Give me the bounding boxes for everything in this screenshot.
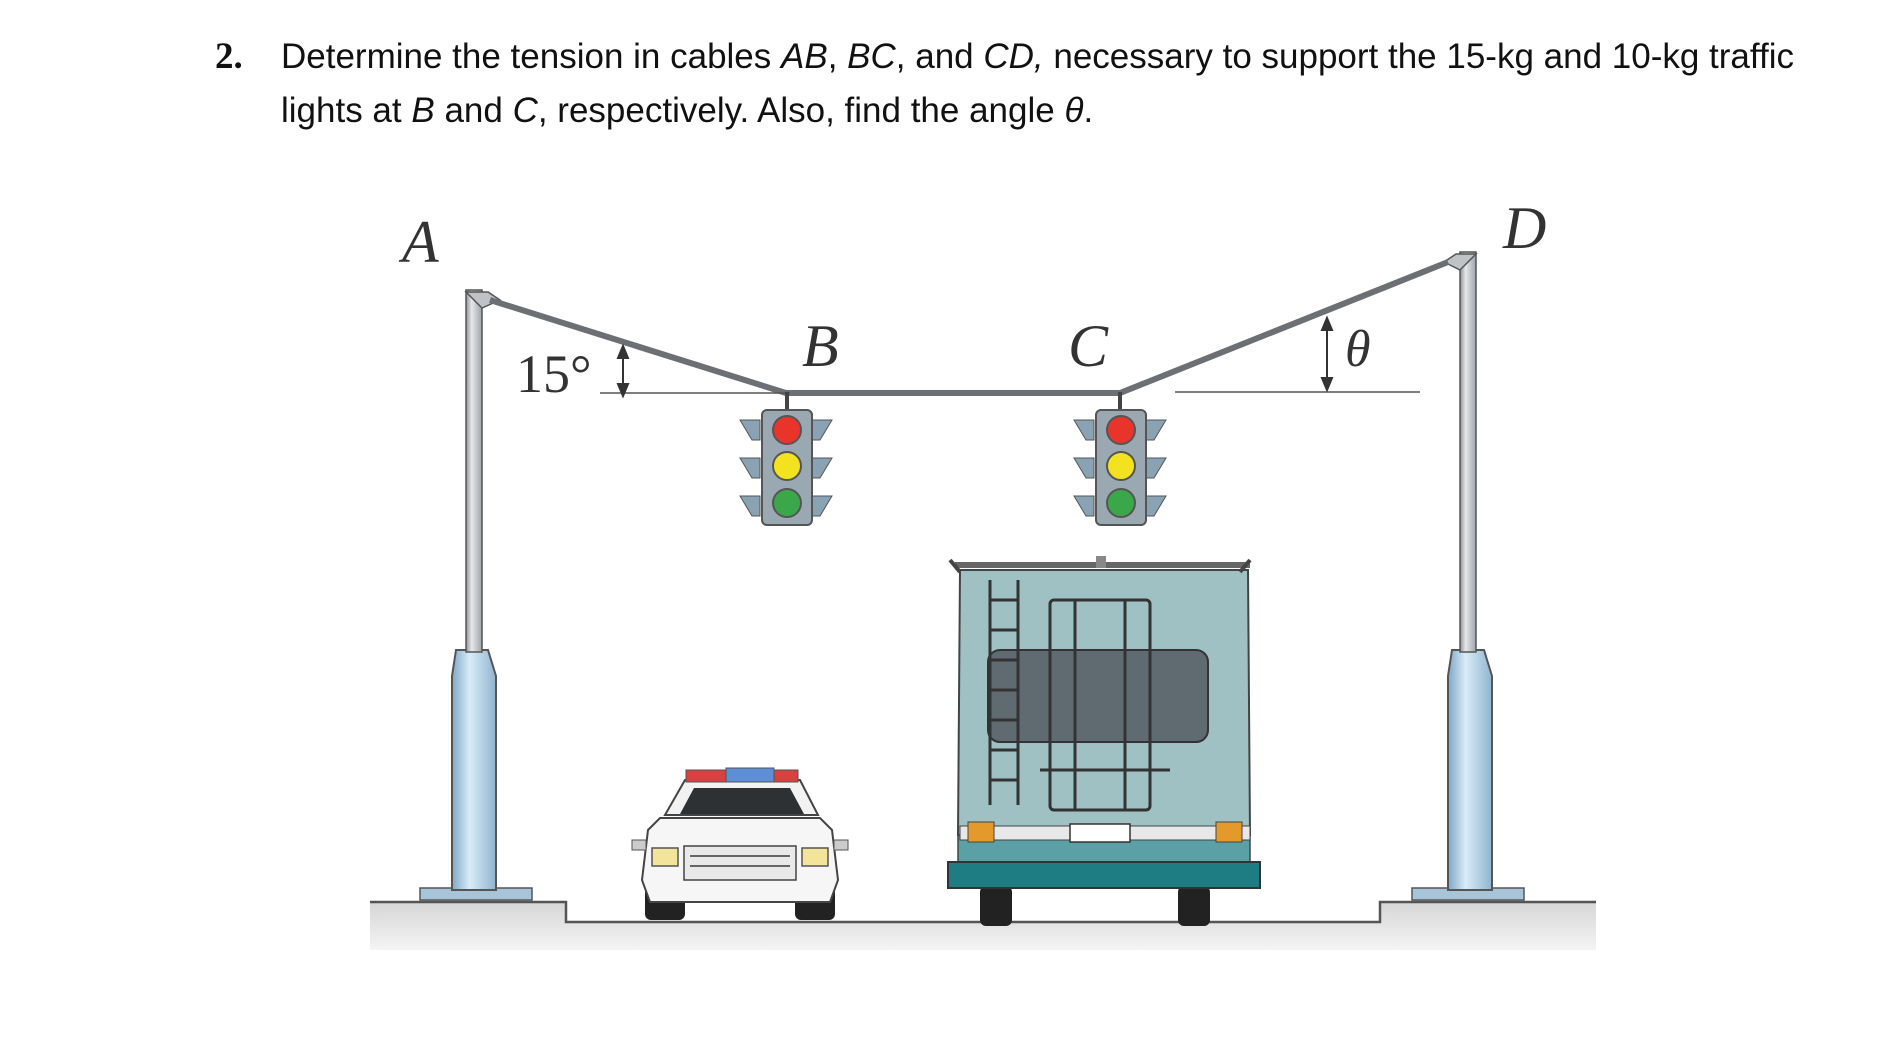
angle-label-15: 15° <box>516 344 592 404</box>
problem-statement: 2. Determine the tension in cables AB, B… <box>215 30 1815 138</box>
theta-ref: θ <box>1064 91 1084 130</box>
angle-label-theta: θ <box>1345 321 1371 378</box>
label-c: C <box>1068 313 1109 379</box>
cable-cd <box>1118 259 1450 396</box>
angle-arrow-left <box>616 343 630 399</box>
cable-bc-ref: BC <box>847 37 896 76</box>
right-pole <box>1411 251 1525 901</box>
green-light <box>1106 488 1136 518</box>
yellow-light <box>772 451 802 481</box>
text-part: , <box>827 37 848 76</box>
text-part: , respectively. Also, find the angle <box>537 91 1065 130</box>
police-car <box>631 767 849 920</box>
label-d: D <box>1502 195 1546 261</box>
traffic-light-c <box>1073 392 1167 526</box>
text-part: , and <box>895 37 984 76</box>
text-part: and <box>434 91 513 130</box>
cable-cd-ref: CD, <box>983 37 1044 76</box>
ground <box>370 900 1596 950</box>
cable-ab <box>489 297 787 396</box>
text-part: . <box>1083 91 1094 130</box>
red-light <box>1106 415 1136 445</box>
problem-number: 2. <box>215 36 243 77</box>
yellow-light <box>1106 451 1136 481</box>
point-c-ref: C <box>512 91 538 130</box>
left-pole <box>419 289 533 901</box>
point-b-ref: B <box>411 91 435 130</box>
text-part: Determine the tension in cables <box>281 37 781 76</box>
cable-system <box>489 259 1450 396</box>
rv <box>947 556 1261 926</box>
green-light <box>772 488 802 518</box>
text-part: necessary to support the 15-kg and 10-kg… <box>281 37 1794 130</box>
problem-text: Determine the tension in cables AB, BC, … <box>281 30 1815 138</box>
cable-ab-ref: AB <box>781 37 828 76</box>
label-a: A <box>398 209 439 275</box>
angle-arrow-right <box>1320 315 1334 393</box>
red-light <box>772 415 802 445</box>
label-b: B <box>802 313 839 379</box>
traffic-light-b <box>739 392 833 526</box>
